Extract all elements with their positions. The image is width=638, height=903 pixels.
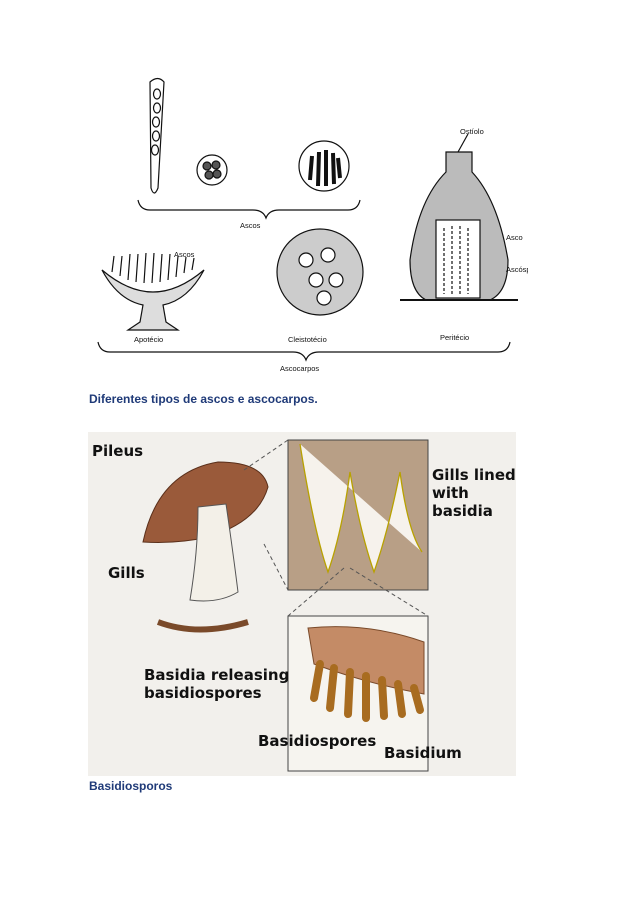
cleistotecio: [276, 228, 364, 316]
label-apotecio: Apotécio: [134, 335, 163, 344]
label-peritecio: Peritécio: [440, 333, 469, 342]
label-ostiolo: Ostíolo: [460, 127, 484, 136]
mushroom-stipe: [189, 503, 239, 602]
figure-caption-basidiosporos: Basidiosporos: [89, 779, 173, 793]
label-basidium: Basidium: [384, 744, 462, 762]
label-gills-lined-3: basidia: [432, 502, 493, 520]
label-cleistotecio: Cleistotécio: [288, 335, 327, 344]
label-gills-lined-2: with: [432, 484, 469, 502]
label-gills: Gills: [108, 564, 145, 582]
basidiospores-diagram: Pileus Gills Gills lined with basidia Ba…: [88, 432, 516, 776]
label-ascosporo: Ascósporo: [506, 265, 528, 274]
label-asco: Asco: [506, 233, 523, 242]
mushroom-base: [156, 619, 249, 633]
brace-ascocarpos: [97, 341, 511, 362]
elongated-ascus: [149, 77, 165, 194]
label-basidia-releasing-2: basidiospores: [144, 684, 262, 702]
label-ascocarpos: Ascocarpos: [280, 364, 319, 373]
label-pileus: Pileus: [92, 442, 143, 460]
basidia-group: [310, 660, 424, 722]
label-gills-lined-1: Gills lined: [432, 466, 516, 484]
ascos-ascocarpos-diagram: Ostíolo Ascos Ascos Asco Ascósporo Apoté…: [97, 77, 528, 373]
label-basidia-releasing-1: Basidia releasing: [144, 666, 289, 684]
ascus-cluster: [298, 140, 350, 192]
figure-caption-ascos: Diferentes tipos de ascos e ascocarpos.: [89, 392, 318, 406]
label-ascos: Ascos: [240, 221, 261, 230]
label-basidiospores: Basidiospores: [258, 732, 376, 750]
brace-ascos: [137, 199, 361, 220]
apotecio: [101, 269, 205, 331]
label-ascos-apotecio: Ascos: [174, 250, 195, 259]
round-ascus: [196, 154, 228, 186]
mushroom-pileus: [142, 461, 269, 543]
